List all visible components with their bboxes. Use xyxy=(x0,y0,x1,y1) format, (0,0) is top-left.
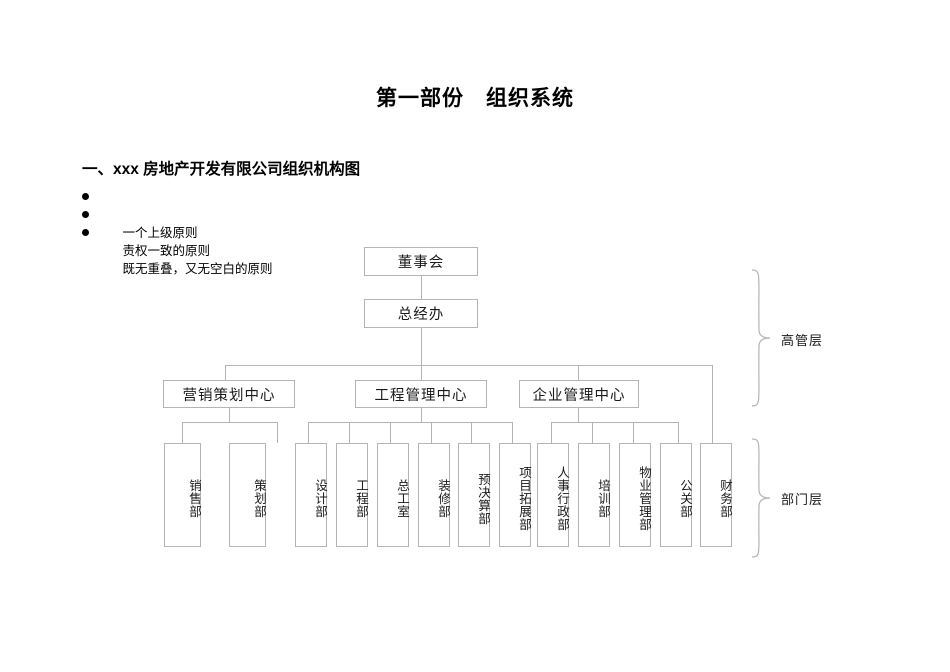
connector-center-2-bus xyxy=(308,422,512,423)
connector-bus-to-center-3 xyxy=(578,365,579,380)
section-heading: 一、xxx 房地产开发有限公司组织机构图 xyxy=(82,161,361,178)
org-node-department-public-relations: 公关部 xyxy=(660,443,692,547)
connector-center-2-to-dept-8 xyxy=(512,422,513,443)
org-node-center-3: 企业管理中心 xyxy=(519,380,639,408)
connector-center-1-drop xyxy=(229,408,230,422)
principles-list: 一个上级原则 责权一致的原则 既无重叠，又无空白的原则 xyxy=(82,188,273,276)
org-node-department-chief-engineer: 总工室 xyxy=(377,443,409,547)
connector-bus-to-center-1 xyxy=(225,365,226,380)
brace-department-level xyxy=(751,438,771,558)
list-item-label: 责权一致的原则 xyxy=(122,244,211,258)
org-node-department-hr-admin: 人事行政部 xyxy=(537,443,569,547)
connector-center-3-to-dept-10 xyxy=(592,422,593,443)
brace-senior-management xyxy=(751,269,771,407)
org-node-department-sales: 销售部 xyxy=(164,443,201,547)
page-title: 第一部份 组织系统 xyxy=(376,87,574,110)
org-node-department-engineering: 工程部 xyxy=(336,443,368,547)
connector-center-2-to-dept-7 xyxy=(471,422,472,443)
connector-center-3-to-dept-9 xyxy=(551,422,552,443)
org-node-general-office: 总经办 xyxy=(364,299,478,328)
connector-center-3-to-dept-12 xyxy=(678,422,679,443)
connector-main-bus xyxy=(225,365,713,366)
org-node-department-property-management: 物业管理部 xyxy=(619,443,651,547)
bullet-icon xyxy=(82,193,89,200)
org-node-department-training: 培训部 xyxy=(578,443,610,547)
org-node-department-project-development: 项目拓展部 xyxy=(499,443,531,547)
org-node-department-budget: 预决算部 xyxy=(458,443,490,547)
org-node-department-finance: 财务部 xyxy=(700,443,732,547)
connector-center-2-to-dept-5 xyxy=(390,422,391,443)
org-node-board: 董事会 xyxy=(364,247,478,276)
connector-center-3-drop xyxy=(578,408,579,422)
connector-center-3-to-dept-11 xyxy=(633,422,634,443)
org-node-department-design: 设计部 xyxy=(295,443,327,547)
connector-bus-to-center-2 xyxy=(421,365,422,380)
connector-center-1-bus xyxy=(182,422,277,423)
org-node-center-2: 工程管理中心 xyxy=(355,380,487,408)
connector-center-1-to-dept-2 xyxy=(277,422,278,443)
connector-center-2-drop xyxy=(421,408,422,422)
list-item: 一个上级原则 xyxy=(82,188,273,240)
connector-bus-to-finance xyxy=(712,365,713,443)
connector-center-1-to-dept-1 xyxy=(182,422,183,443)
list-item: 既无重叠，又无空白的原则 xyxy=(82,224,273,276)
bullet-icon xyxy=(82,211,89,218)
connector-center-2-to-dept-3 xyxy=(308,422,309,443)
list-item: 责权一致的原则 xyxy=(82,206,273,258)
org-node-department-decoration: 装修部 xyxy=(418,443,450,547)
connector-general-office-drop xyxy=(421,328,422,365)
level-label-department: 部门层 xyxy=(781,492,824,507)
bullet-icon xyxy=(82,229,89,236)
connector-center-2-to-dept-6 xyxy=(431,422,432,443)
list-item-label: 既无重叠，又无空白的原则 xyxy=(122,262,273,276)
connector-board-to-general-office xyxy=(421,276,422,299)
org-node-department-planning: 策划部 xyxy=(229,443,266,547)
connector-center-3-bus xyxy=(551,422,678,423)
list-item-label: 一个上级原则 xyxy=(122,226,198,240)
org-node-center-1: 营销策划中心 xyxy=(163,380,295,408)
level-label-senior-management: 高管层 xyxy=(781,333,824,348)
connector-center-2-to-dept-4 xyxy=(349,422,350,443)
